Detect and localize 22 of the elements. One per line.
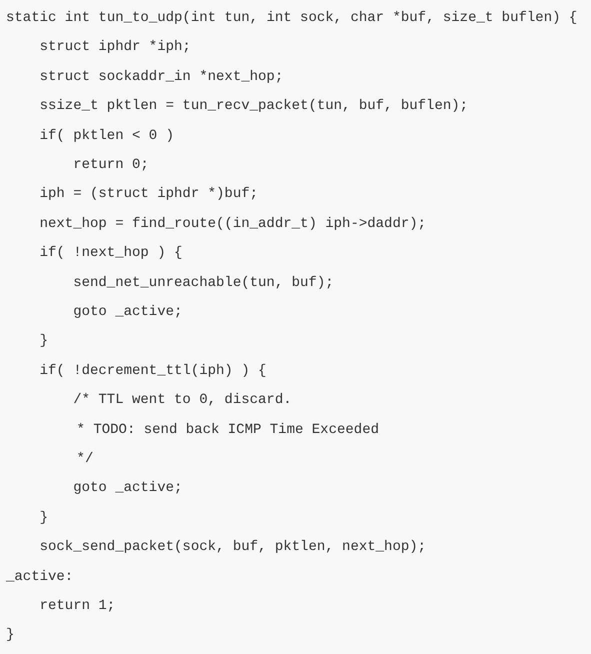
code-line: if( pktlen < 0 ) — [40, 126, 174, 145]
code-line: sock_send_packet(sock, buf, pktlen, next_hop); — [40, 538, 426, 556]
code-line: iph = (struct iphdr *)buf; — [40, 185, 258, 204]
code-line: } — [40, 508, 48, 527]
code-line: struct iphdr *iph; — [40, 38, 191, 56]
code-line: next_hop = find_route((in_addr_t) iph->daddr); — [40, 214, 426, 233]
code-line: _active: — [6, 568, 74, 586]
code-line: /* TTL went to 0, discard. — [73, 391, 292, 410]
code-line: if( !next_hop ) { — [40, 244, 182, 262]
code-line: * TODO: send back ICMP Time Exceeded — [76, 420, 379, 439]
code-line: send_net_unreachable(tun, buf); — [73, 274, 334, 292]
code-line: static int tun_to_udp(int tun, int sock, char *buf, size_t buflen) { — [6, 9, 578, 27]
code-line: struct sockaddr_in *next_hop; — [40, 68, 284, 86]
code-line: return 1; — [40, 597, 116, 615]
code-line: */ — [76, 450, 94, 468]
code-line: goto _active; — [73, 479, 182, 498]
code-line: } — [6, 626, 14, 644]
code-line: } — [40, 332, 48, 350]
code-line: goto _active; — [73, 303, 182, 321]
code-line: return 0; — [73, 156, 149, 174]
code-line: if( !decrement_ttl(iph) ) { — [40, 362, 266, 380]
code-line: ssize_t pktlen = tun_recv_packet(tun, buf, buflen); — [40, 97, 468, 116]
